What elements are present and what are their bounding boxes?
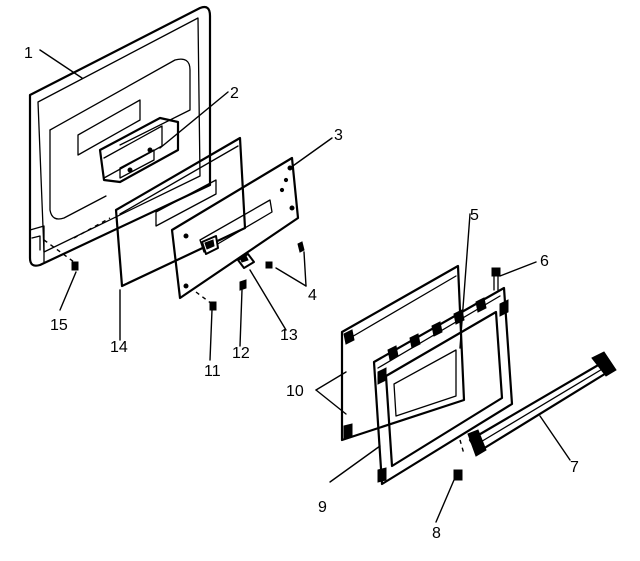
callout-1: 1 bbox=[24, 45, 33, 62]
callout-3: 3 bbox=[334, 127, 343, 144]
callout-2: 2 bbox=[230, 85, 239, 102]
callout-15: 15 bbox=[50, 317, 68, 334]
screws bbox=[43, 217, 305, 311]
callout-12: 12 bbox=[232, 345, 250, 362]
callout-9: 9 bbox=[318, 499, 327, 516]
callout-6: 6 bbox=[540, 253, 549, 270]
handle-block bbox=[98, 116, 180, 184]
outer-door-panel bbox=[28, 5, 212, 267]
handle-bar bbox=[467, 351, 617, 457]
callout-14: 14 bbox=[110, 339, 128, 356]
callout-4: 4 bbox=[308, 287, 317, 304]
callout-labels: 1 2 3 4 5 6 7 8 9 10 11 12 13 14 15 bbox=[24, 45, 579, 542]
door-glass bbox=[340, 264, 466, 442]
callout-10: 10 bbox=[286, 383, 304, 400]
latch-bracket bbox=[201, 235, 255, 269]
door-frame bbox=[372, 286, 514, 486]
callout-5: 5 bbox=[470, 207, 479, 224]
fasteners bbox=[453, 267, 501, 481]
callout-11: 11 bbox=[204, 363, 221, 380]
leader-lines bbox=[39, 49, 571, 523]
callout-7: 7 bbox=[570, 459, 579, 476]
callout-13: 13 bbox=[280, 327, 298, 344]
callout-8: 8 bbox=[432, 525, 441, 542]
liner-plate bbox=[170, 156, 300, 300]
